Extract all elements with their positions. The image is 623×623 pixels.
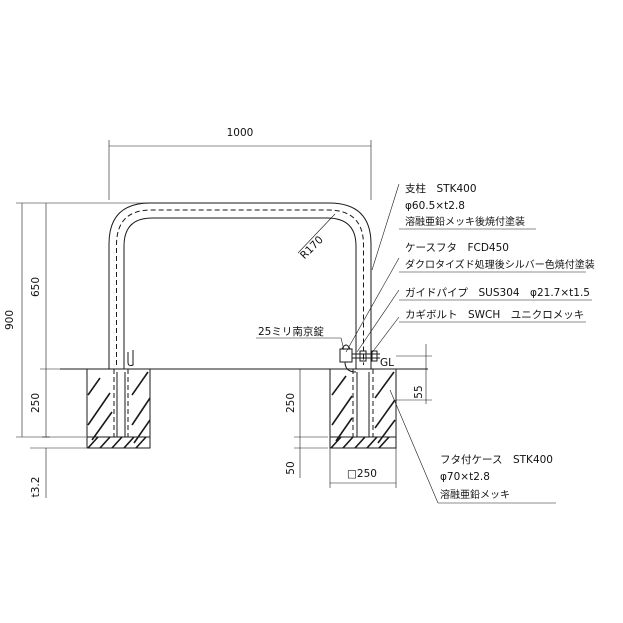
callout-cover-line2: ダクロタイズド処理後シルバー色焼付塗装: [405, 258, 595, 271]
dim-650: 650: [30, 277, 42, 297]
callout-case-line1: フタ付ケース STK400: [440, 453, 553, 466]
callout-lock: 25ミリ南京錠: [258, 325, 324, 338]
post-inner: [123, 217, 357, 369]
dim-box-label: □250: [347, 468, 377, 480]
radius-label: R170: [298, 234, 326, 262]
leader-lines: [256, 183, 556, 504]
dim-t32: t3.2: [30, 477, 42, 498]
callout-guide: ガイドパイプ SUS304 φ21.7×t1.5: [405, 287, 590, 299]
dim-250-left: 250: [30, 393, 42, 413]
padlock: [339, 344, 380, 373]
callout-hook: カギボルト SWCH ユニクロメッキ: [405, 309, 584, 321]
dim-right-vertical: [294, 369, 328, 478]
dim-55: 55: [413, 385, 425, 398]
dim-left-vertical: [16, 202, 150, 498]
post-outer: [108, 202, 372, 369]
gl-label: GL: [380, 357, 394, 369]
callout-post-line2: φ60.5×t2.8: [405, 200, 465, 212]
dim-width-label: 1000: [227, 127, 254, 139]
hook-left: [127, 350, 134, 367]
dim-width: 1000: [108, 127, 372, 200]
dim-900: 900: [4, 310, 16, 330]
callout-cover-line1: ケースフタ FCD450: [405, 242, 509, 254]
left-foundation: [86, 368, 151, 449]
right-foundation: [329, 368, 397, 449]
dim-50: 50: [285, 461, 297, 474]
callout-post-line3: 溶融亜鉛メッキ後焼付塗装: [405, 215, 525, 228]
callout-post-line1: 支柱 STK400: [405, 182, 477, 195]
dim-box-width: [329, 448, 397, 488]
callout-case-line3: 溶融亜鉛メッキ: [440, 488, 510, 501]
post-centerline: [116, 209, 364, 365]
dim-250-right: 250: [285, 393, 297, 413]
callout-case-line2: φ70×t2.8: [440, 471, 490, 483]
dim-gl: [396, 344, 432, 404]
